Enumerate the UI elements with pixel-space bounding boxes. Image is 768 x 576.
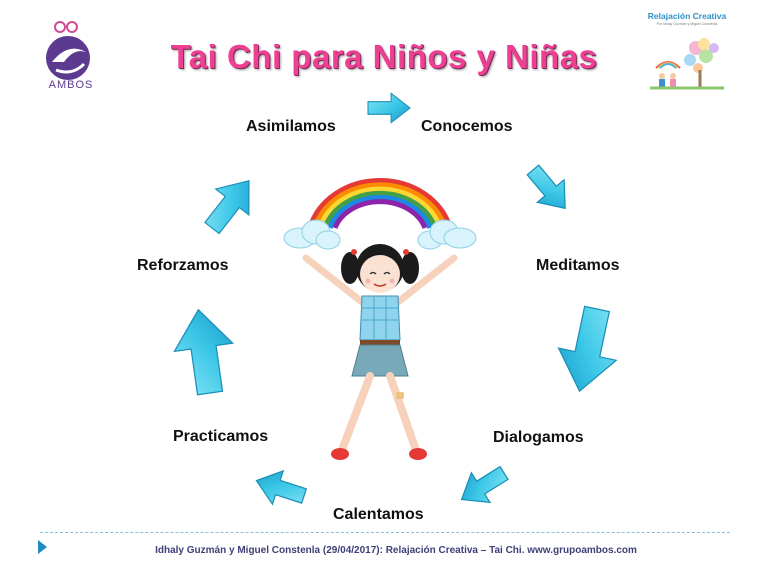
relajacion-creativa-logo-subtitle: Por Idhaly Guzmán y Miguel Constenla: [656, 22, 718, 26]
cloud-right-icon: [417, 219, 477, 250]
arrow-asimilamos-to-conocemos: [367, 92, 411, 124]
step-conocemos: Conocemos: [421, 118, 513, 135]
footer-credit: Idhaly Guzmán y Miguel Constenla (29/04/…: [155, 545, 637, 556]
step-meditamos: Meditamos: [536, 257, 620, 274]
footer-triangle-icon: [38, 540, 47, 554]
step-reforzamos: Reforzamos: [137, 257, 229, 274]
cloud-left-icon: [283, 219, 341, 250]
step-dialogamos: Dialogamos: [493, 429, 584, 446]
girl-with-rainbow-illustration: [283, 178, 477, 460]
ambos-logo-label: AMBOS: [48, 79, 94, 91]
footer-divider: [40, 532, 730, 533]
relajacion-creativa-logo: [646, 8, 728, 96]
arrow-conocemos-to-meditamos: [518, 158, 580, 221]
relajacion-creativa-logo-title: Relajación Creativa: [647, 11, 727, 21]
rainbow-icon: [307, 178, 453, 229]
arrow-reforzamos-to-asimilamos: [194, 167, 267, 242]
arrow-meditamos-to-dialogamos: [549, 301, 627, 399]
ambos-logo: [46, 21, 90, 80]
girl-icon: [302, 244, 458, 460]
step-practicamos: Practicamos: [173, 428, 269, 445]
step-calentamos: Calentamos: [333, 506, 424, 523]
step-asimilamos: Asimilamos: [246, 118, 336, 135]
page-title: Tai Chi para Niños y Niñas: [170, 38, 598, 75]
arrow-practicamos-to-reforzamos: [168, 304, 241, 399]
arrow-calentamos-to-practicamos: [250, 463, 311, 514]
